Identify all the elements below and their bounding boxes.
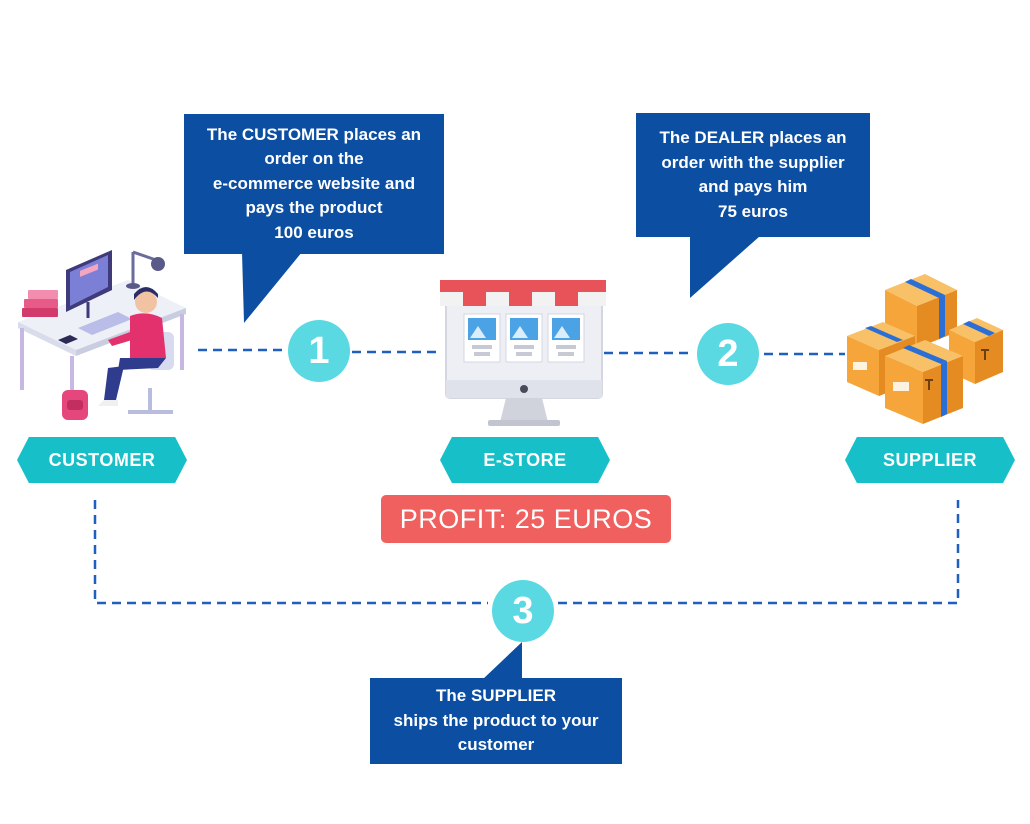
step1-line: The CUSTOMER places an [206, 124, 422, 144]
step1-line: pays the product [245, 198, 383, 218]
step3-line: ships the product to your [393, 710, 599, 730]
bubble3-tail [482, 642, 522, 680]
customer-badge: CUSTOMER [17, 437, 187, 483]
step3-line: customer [457, 735, 535, 755]
step1-line: e-commerce website and [212, 173, 416, 193]
step2-line: and pays him [698, 177, 808, 196]
line-step3-to-supplier [558, 500, 960, 605]
step2-circle: 2 [697, 323, 759, 385]
step2-line: order with the supplier [661, 152, 845, 172]
profit-label: PROFIT: 25 EUROS [381, 495, 671, 543]
step2-line: 75 euros [718, 201, 788, 221]
step3-description: The SUPPLIER ships the product to your c… [370, 678, 622, 764]
bubble2-tail [690, 236, 760, 298]
customer-desk-illustration-icon [18, 250, 186, 420]
step1-description: The CUSTOMER places an order on the e-co… [184, 114, 444, 254]
estore-badge: E-STORE [440, 437, 610, 483]
supplier-badge: SUPPLIER [845, 437, 1015, 483]
step1-circle: 1 [288, 320, 350, 382]
step1-line: 100 euros [274, 222, 354, 242]
step2-description: The DEALER places an order with the supp… [636, 113, 870, 237]
step2-line: The DEALER places an [659, 128, 847, 147]
supplier-boxes-icon [847, 274, 1003, 424]
step3-line: The SUPPLIER [436, 686, 556, 706]
estore-monitor-icon [440, 280, 606, 426]
line-customer-to-step3 [93, 500, 488, 605]
step1-line: order on the [264, 149, 364, 169]
step3-circle: 3 [492, 580, 554, 642]
bubble1-tail [242, 252, 302, 323]
